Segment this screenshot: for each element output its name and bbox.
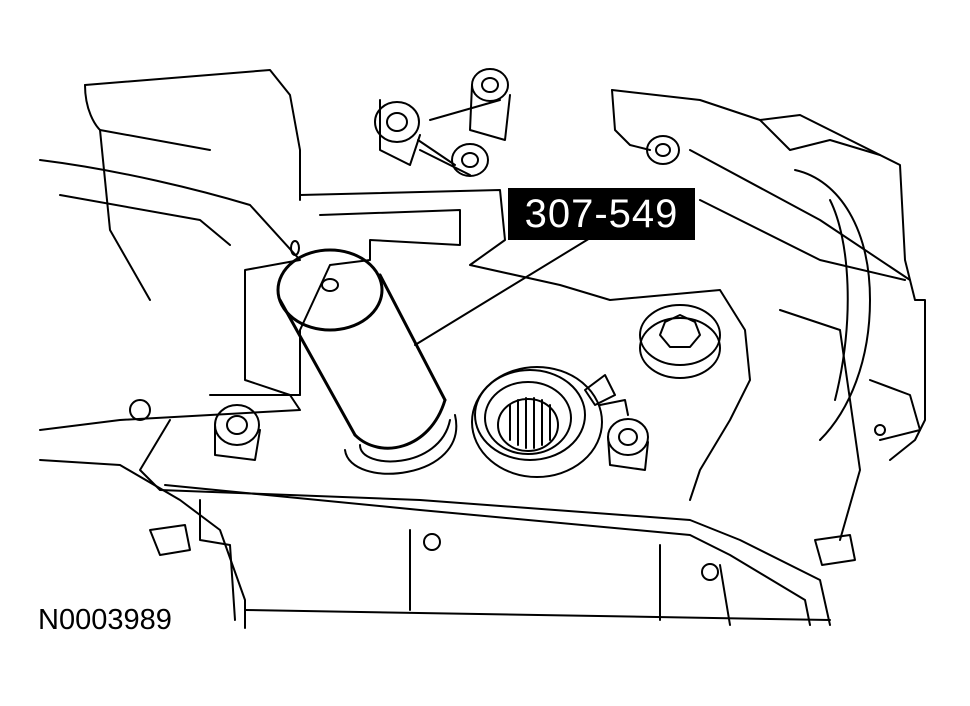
valve-body-cover [139,189,831,626]
tool-callout-label: 307-549 [508,188,695,240]
bolts [129,68,856,581]
special-tool-307-549 [276,248,458,475]
figure-id: N0003989 [38,604,172,636]
electrical-connector [471,366,629,478]
housing-outline [39,69,926,629]
callout-leader-line [414,231,601,346]
torx-bolt [639,304,721,379]
